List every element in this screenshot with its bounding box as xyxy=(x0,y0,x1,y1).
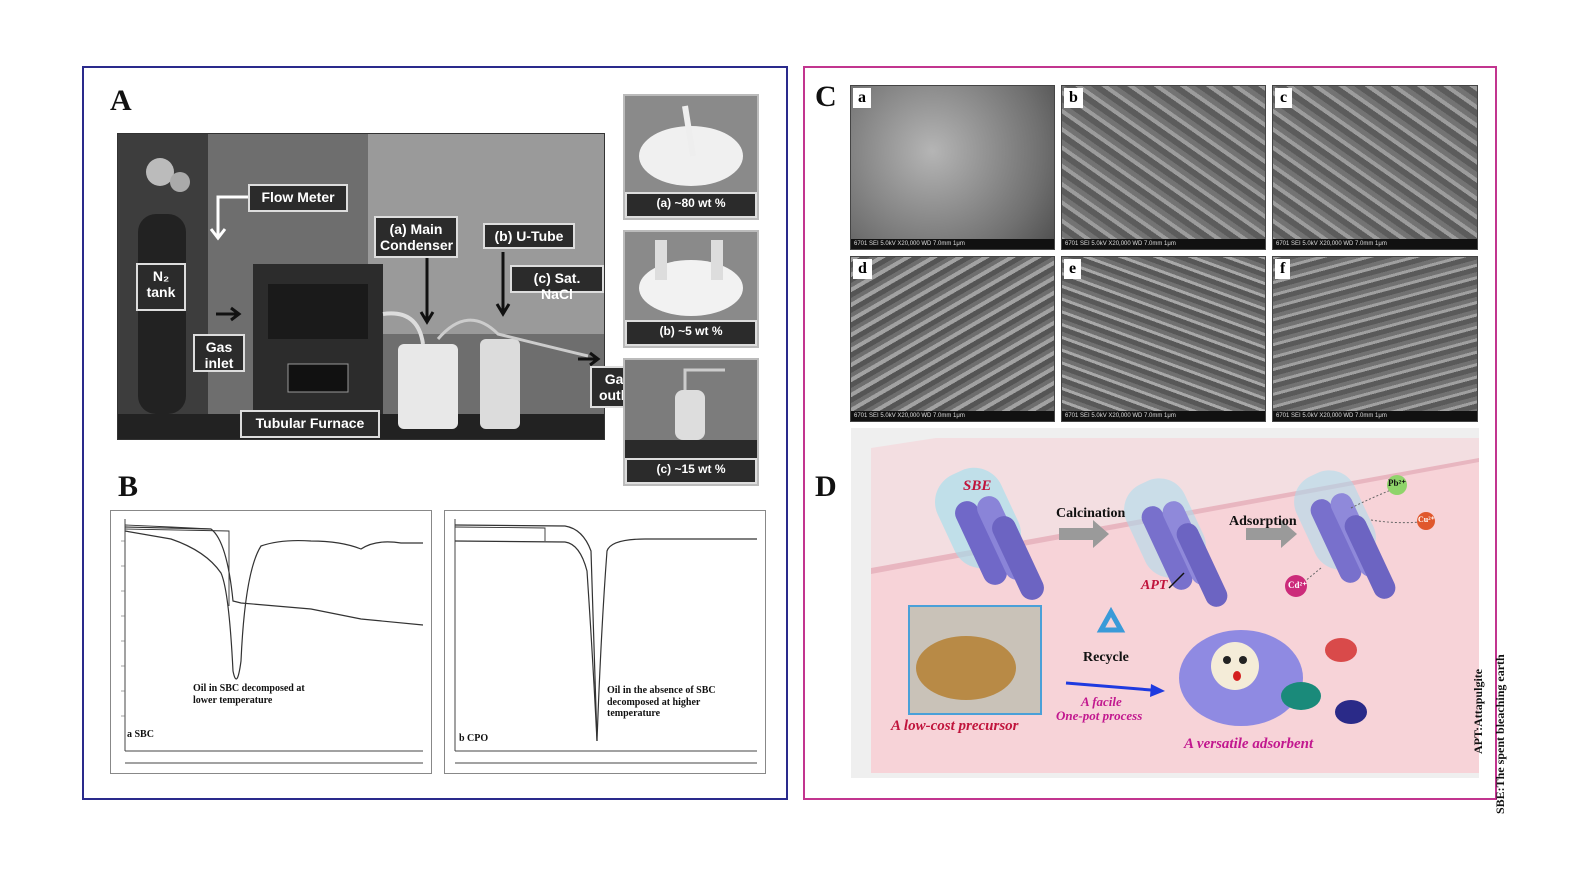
thumb-15wt-photo: (c) ~15 wt % xyxy=(623,358,759,486)
tg-cpo-tag: b CPO xyxy=(459,733,489,744)
ion-pb-label: Pb²⁺ xyxy=(1388,478,1406,488)
tg-sbc-annotation: Oil in SBC decomposed at lower temperatu… xyxy=(193,683,305,706)
sem-image-e: e 6701 SEI 5.0kV X20,000 WD 7.0mm 1μm xyxy=(1061,256,1266,422)
apt-label: APT xyxy=(1141,578,1168,593)
low-cost-precursor-label: A low-cost precursor xyxy=(891,718,1019,734)
side-note-sbe: SBE:The spent bleaching earth xyxy=(1493,654,1507,814)
thumb-80wt-photo: (a) ~80 wt % xyxy=(623,94,759,220)
graphical-abstract: SBE Calcination Adsorption APT Pb²⁺ Cu²⁺… xyxy=(851,428,1507,814)
versatile-adsorbent-label: A versatile adsorbent xyxy=(1184,736,1314,752)
panel-cd-frame xyxy=(803,66,1497,800)
n2-tank-label: N₂ tank xyxy=(136,263,186,311)
sem-scalebar-b: 6701 SEI 5.0kV X20,000 WD 7.0mm 1μm xyxy=(1062,239,1265,249)
thumb-5wt-caption: (b) ~5 wt % xyxy=(625,320,757,346)
flow-meter-label: Flow Meter xyxy=(248,184,348,212)
facile-label: A facile xyxy=(1081,694,1122,709)
main-condenser-label: (a) Main Condenser xyxy=(374,216,458,258)
recycle-label: Recycle xyxy=(1083,650,1129,665)
sem-image-b: b 6701 SEI 5.0kV X20,000 WD 7.0mm 1μm xyxy=(1061,85,1266,250)
sem-image-f: f 6701 SEI 5.0kV X20,000 WD 7.0mm 1μm xyxy=(1272,256,1478,422)
tg-cpo-annotation: Oil in the absence of SBC decomposed at … xyxy=(607,685,716,719)
sem-scalebar-a: 6701 SEI 5.0kV X20,000 WD 7.0mm 1μm xyxy=(851,239,1054,249)
sem-letter-a: a xyxy=(853,88,871,108)
sat-nacl-label: (c) Sat. NaCl xyxy=(510,265,604,302)
thumb-80wt-caption: (a) ~80 wt % xyxy=(625,192,757,218)
sem-letter-e: e xyxy=(1064,259,1082,279)
panel-label-a: A xyxy=(110,84,132,117)
sem-letter-b: b xyxy=(1064,88,1083,108)
sem-image-c: c 6701 SEI 5.0kV X20,000 WD 7.0mm 1μm xyxy=(1272,85,1478,250)
one-pot-label: One-pot process xyxy=(1056,708,1143,723)
sem-scalebar-f: 6701 SEI 5.0kV X20,000 WD 7.0mm 1μm xyxy=(1273,411,1477,421)
calcination-label: Calcination xyxy=(1056,506,1126,521)
thumb-15wt-caption: (c) ~15 wt % xyxy=(625,458,757,484)
panel-label-b: B xyxy=(118,470,139,503)
ion-cd-label: Cd²⁺ xyxy=(1288,580,1307,590)
sem-scalebar-c: 6701 SEI 5.0kV X20,000 WD 7.0mm 1μm xyxy=(1273,239,1477,249)
tubular-furnace-label: Tubular Furnace xyxy=(240,410,380,438)
gas-inlet-label: Gas inlet xyxy=(193,334,245,372)
sem-scalebar-e: 6701 SEI 5.0kV X20,000 WD 7.0mm 1μm xyxy=(1062,411,1265,421)
tg-plot-sbc: Oil in SBC decomposed at lower temperatu… xyxy=(110,510,432,774)
sem-letter-f: f xyxy=(1275,259,1291,279)
sem-image-a: a 6701 SEI 5.0kV X20,000 WD 7.0mm 1μm xyxy=(850,85,1055,250)
panel-ab-frame xyxy=(82,66,788,800)
tg-sbc-tag: a SBC xyxy=(127,729,154,740)
ion-cu-label: Cu²⁺ xyxy=(1418,515,1435,524)
side-note-apt: APT:Attapulgite xyxy=(1471,668,1485,754)
sem-image-d: d 6701 SEI 5.0kV X20,000 WD 7.0mm 1μm xyxy=(850,256,1055,422)
sem-letter-d: d xyxy=(853,259,872,279)
sbe-label: SBE xyxy=(963,478,992,494)
panel-label-d: D xyxy=(815,470,837,503)
adsorption-label: Adsorption xyxy=(1229,514,1297,529)
sem-letter-c: c xyxy=(1275,88,1293,108)
thumb-5wt-photo: (b) ~5 wt % xyxy=(623,230,759,348)
panel-label-c: C xyxy=(815,80,837,113)
sem-scalebar-d: 6701 SEI 5.0kV X20,000 WD 7.0mm 1μm xyxy=(851,411,1054,421)
u-tube-label: (b) U-Tube xyxy=(483,223,575,249)
tg-plot-cpo: Oil in the absence of SBC decomposed at … xyxy=(444,510,766,774)
